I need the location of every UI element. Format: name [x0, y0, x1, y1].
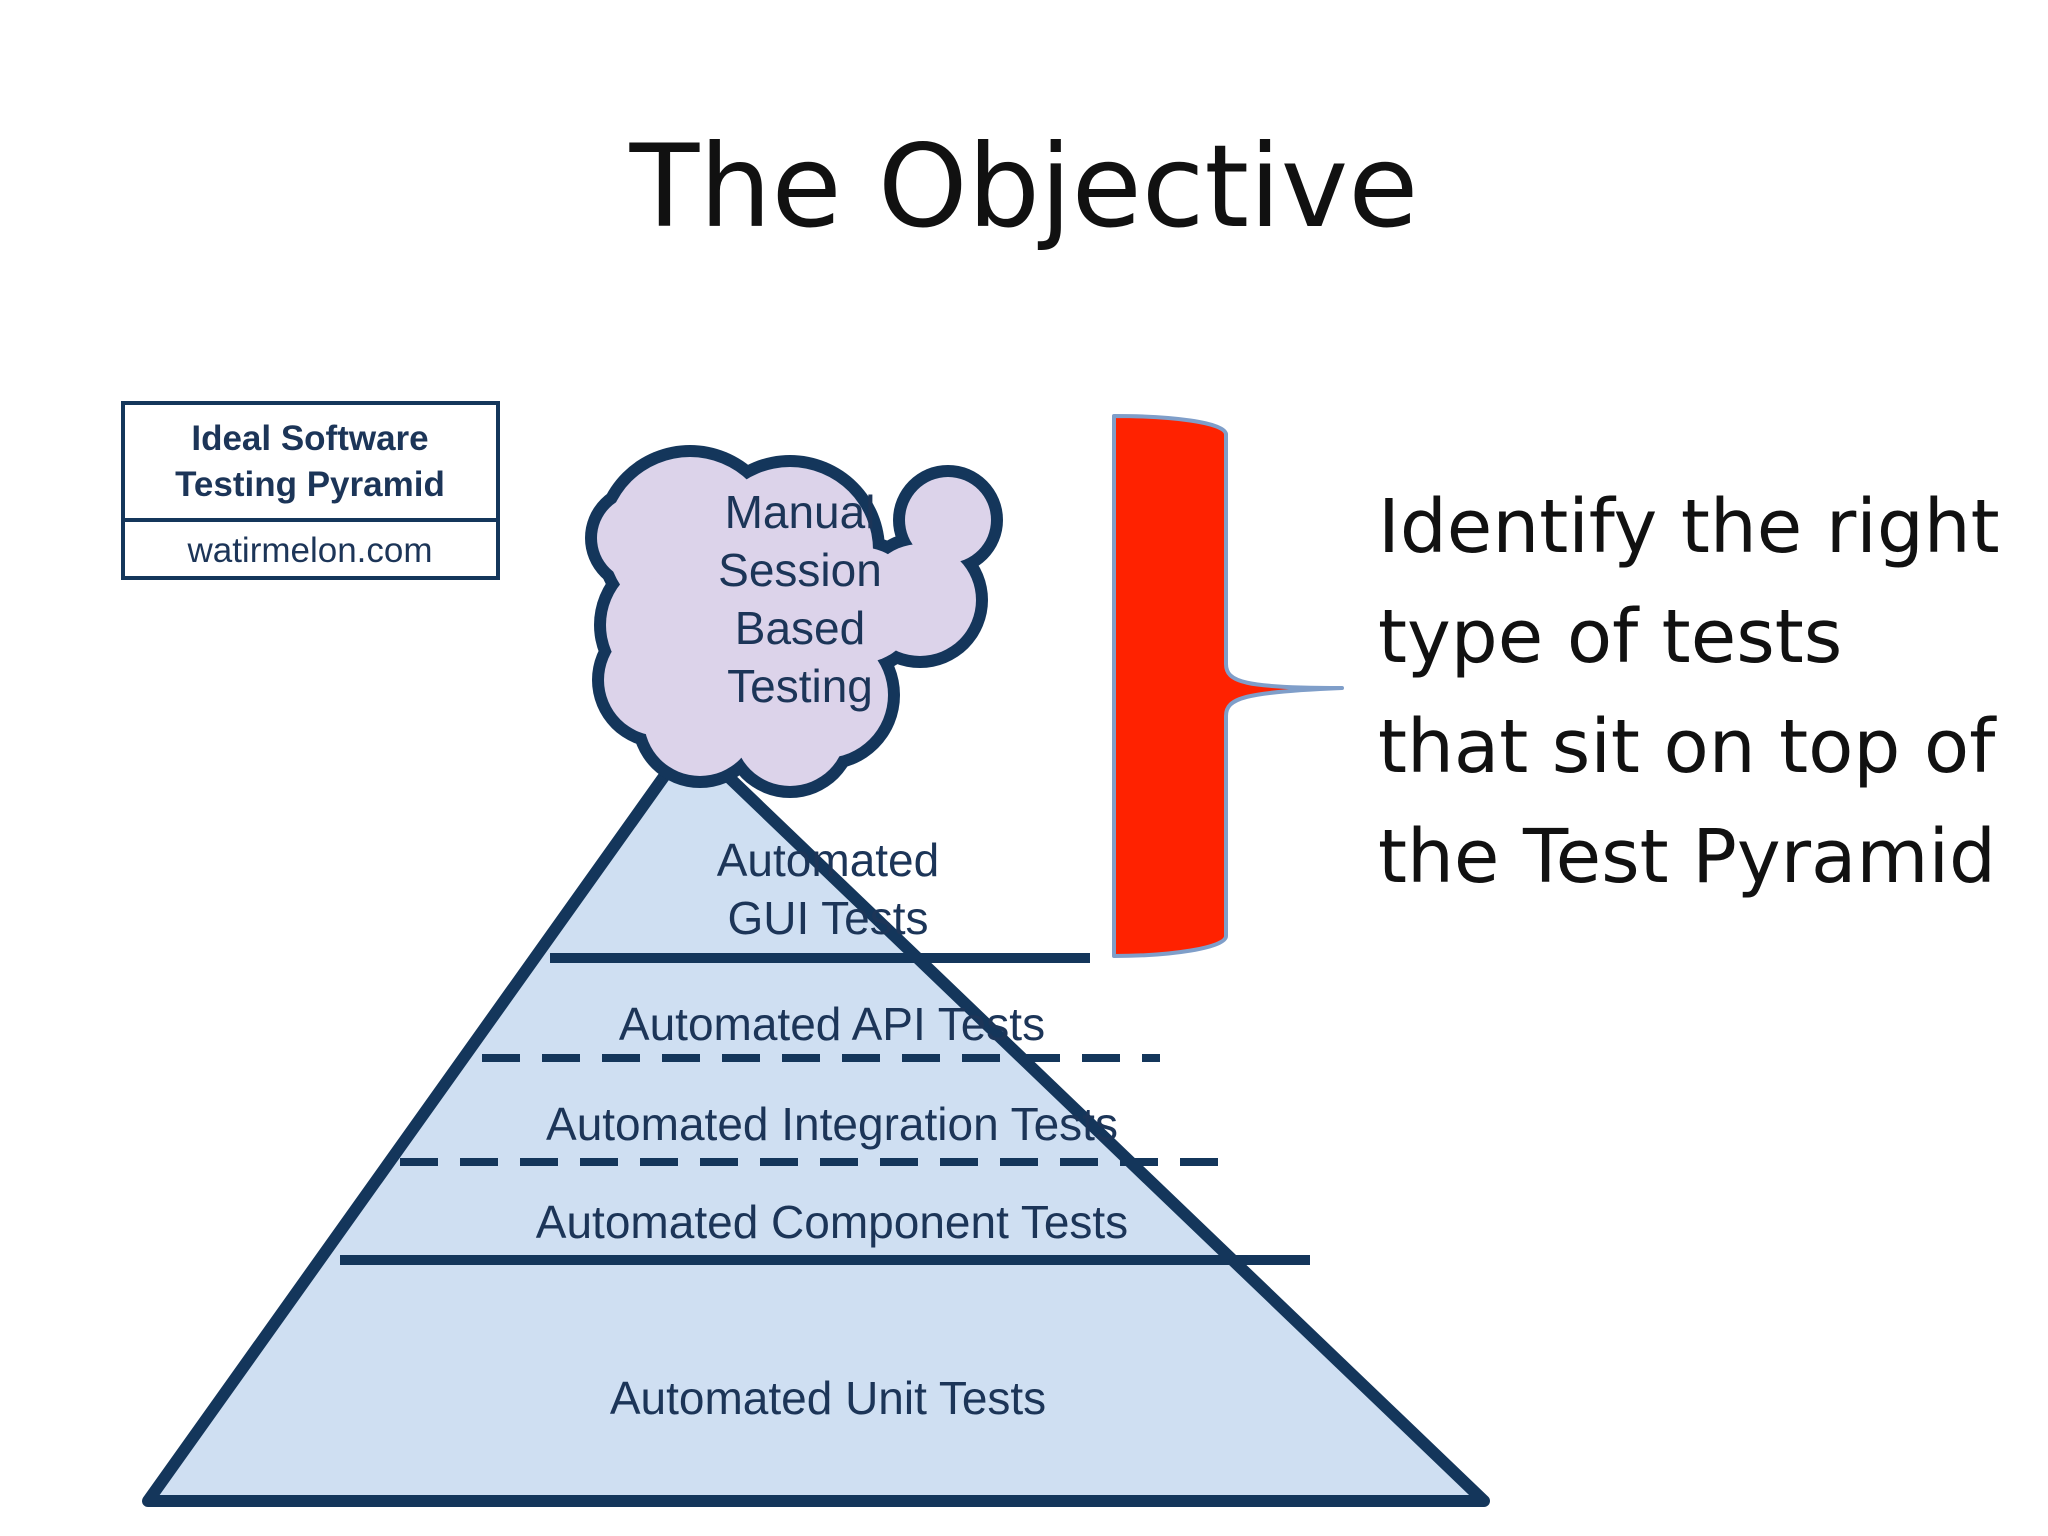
objective-caption: Identify the right type of tests that si… [1378, 472, 2038, 912]
component-tests-label: Automated Component Tests [536, 1196, 1128, 1248]
source-box-url: watirmelon.com [186, 531, 432, 570]
cloud-label-line-4: Testing [727, 660, 873, 712]
pyramid-body [142, 734, 1490, 1507]
caption-line: type of tests [1378, 594, 1843, 680]
cloud-label-line-3: Based [735, 602, 865, 654]
cloud-label-line-2: Session [718, 544, 882, 596]
source-box-title-line-2: Testing Pyramid [175, 465, 445, 504]
red-bracket [1112, 414, 1344, 958]
slide-title: The Objective [629, 120, 1419, 253]
cloud-label-line-1: Manual [725, 486, 876, 538]
caption-line: that sit on top of [1378, 704, 1996, 790]
source-box: Ideal Software Testing Pyramid watirmelo… [121, 401, 500, 580]
gui-tests-label-line-1: Automated [717, 834, 939, 886]
gui-tests-label-line-2: GUI Tests [727, 892, 928, 944]
integration-tests-label: Automated Integration Tests [546, 1098, 1118, 1150]
caption-line: the Test Pyramid [1378, 814, 1997, 900]
api-tests-label: Automated API Tests [619, 998, 1045, 1050]
unit-tests-label: Automated Unit Tests [610, 1372, 1046, 1424]
manual-testing-cloud [585, 445, 1003, 798]
caption-line: Identify the right [1378, 484, 2000, 570]
source-box-title-line-1: Ideal Software [191, 419, 428, 458]
